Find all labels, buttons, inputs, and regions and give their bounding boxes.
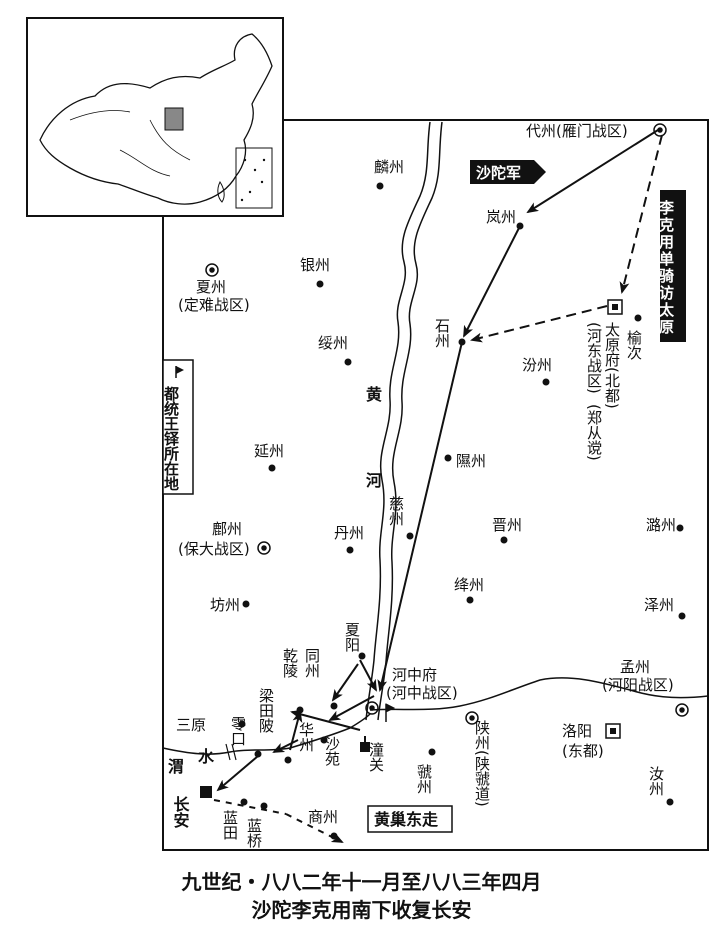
label-hezhongfu: 河中府 — [392, 666, 437, 684]
legend-box — [162, 359, 194, 495]
label-lantian: 蓝田 — [221, 810, 239, 840]
label-tongzhou: 同州 — [303, 648, 321, 678]
label-shanzhou: 陕州(陕虢道) — [473, 720, 491, 807]
label-taiyuan: 太原府(北都) — [603, 322, 621, 409]
label-fenzhou: 汾州 — [522, 356, 552, 374]
label-yinzhou: 银州 — [300, 256, 330, 274]
label-mengzhou-sub: (河阳战区) — [602, 676, 674, 694]
label-taiyuan-sub: (河东战区) — [585, 322, 603, 394]
flag-icon — [385, 703, 396, 722]
crossing-marks — [225, 743, 237, 761]
huangchao-box — [367, 805, 453, 833]
label-linzhou: 麟州 — [374, 158, 404, 176]
label-xizhou: 隰州 — [456, 452, 486, 470]
label-qianling: 乾陵 — [281, 648, 299, 678]
label-cizhou: 慈州 — [387, 496, 405, 526]
label-yanzhou: 延州 — [254, 442, 284, 460]
label-li-keyong-note: 李克用单骑访太原 — [657, 199, 675, 336]
label-fangzhou: 坊州 — [210, 596, 240, 614]
label-luoyang: 洛阳 — [562, 722, 592, 740]
town-dots — [238, 182, 686, 840]
label-danzhou: 丹州 — [334, 524, 364, 542]
label-shayuan: 沙苑 — [323, 736, 341, 767]
label-liangtian: 梁田陂 — [257, 688, 275, 733]
label-daizhou: 代州(雁门战区) — [526, 122, 628, 140]
caption-line-2: 沙陀李克用南下收复长安 — [251, 898, 472, 922]
label-hezhongfu-sub: (河中战区) — [386, 684, 458, 702]
capital-symbols — [200, 299, 623, 798]
label-fuzhou-sub: (保大战区) — [178, 540, 250, 558]
label-shatuo-army: 沙陀军 — [476, 164, 521, 182]
route-arrows — [213, 129, 663, 843]
label-fuzhou: 鄜州 — [212, 520, 242, 538]
label-xiazhou-sub: (定难战区) — [178, 296, 250, 314]
label-suizhou: 绥州 — [318, 334, 348, 352]
label-xiazhou: 夏州 — [196, 278, 226, 296]
label-huazhou: 华州 — [297, 722, 315, 752]
shatuo-army-box — [470, 160, 534, 184]
label-sanyuan: 三原 — [176, 716, 206, 734]
label-lanqiao: 蓝桥 — [245, 818, 263, 848]
label-yuci: 榆次 — [625, 330, 643, 360]
label-xiayang: 夏阳 — [343, 622, 361, 652]
yellow-river — [365, 121, 443, 721]
label-huanghe-1: 黄 — [366, 385, 382, 404]
label-legend: 都统王铎所在地 — [162, 386, 180, 491]
label-weishui-2: 水 — [198, 747, 215, 766]
label-luoyang-sub: (东都) — [562, 742, 604, 760]
label-taiyuan-leader: (郑从谠) — [585, 404, 603, 461]
label-zezhou: 泽州 — [644, 596, 674, 614]
label-guozhou: 虢州 — [415, 764, 433, 794]
warzone-symbols — [205, 123, 689, 725]
label-ruzhou: 汝州 — [647, 766, 665, 796]
yellow-river-east — [369, 677, 709, 711]
label-changan: 长安 — [171, 795, 190, 829]
label-lanzhou: 岚州 — [486, 208, 516, 226]
label-lingkou: 零口 — [229, 716, 247, 746]
li-keyong-note-box — [660, 190, 686, 342]
inset-china-map — [26, 17, 284, 217]
label-weishui-1: 渭 — [168, 757, 184, 776]
label-huanghe-2: 河 — [366, 471, 382, 490]
label-luzhou: 潞州 — [646, 516, 676, 534]
label-jinzhou: 晋州 — [492, 516, 522, 534]
label-huangchao: 黄巢东走 — [374, 810, 438, 829]
label-shizhou: 石州 — [433, 318, 451, 348]
caption-line-1: 九世纪・八八二年十一月至八八三年四月 — [181, 870, 542, 894]
label-jiangzhou: 绛州 — [454, 576, 484, 594]
label-tongguan: 潼关 — [367, 741, 385, 772]
label-shangzhou: 商州 — [308, 808, 338, 826]
label-mengzhou: 孟州 — [620, 658, 650, 676]
